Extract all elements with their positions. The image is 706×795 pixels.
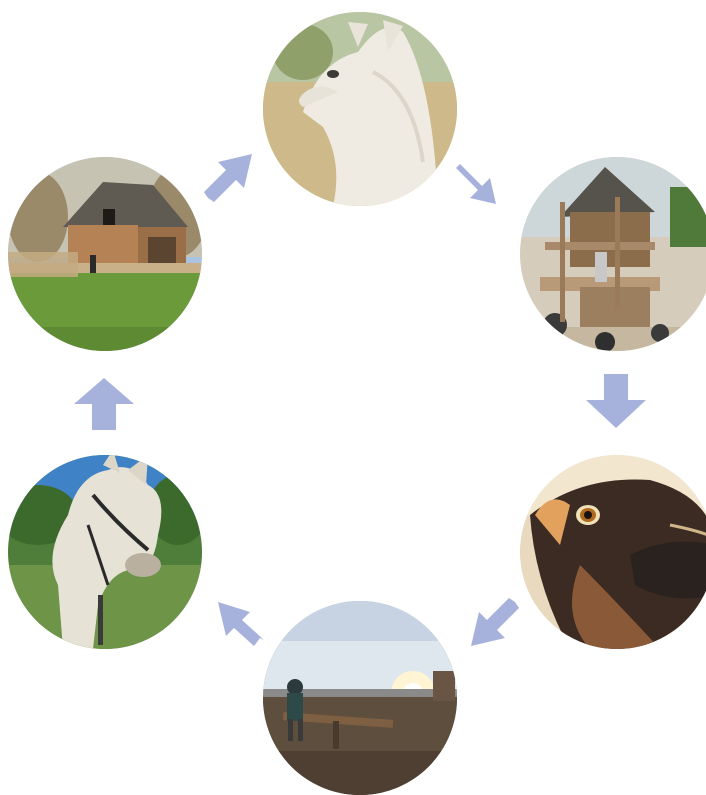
arrow-barn-to-alpaca (196, 150, 256, 210)
arrow-donkey-to-barn (72, 376, 136, 432)
arrow-seesaw-to-donkey (208, 594, 268, 654)
alpaca-photo (263, 12, 457, 206)
goat-photo (520, 455, 706, 649)
barn-photo (8, 157, 202, 351)
arrow-playground-to-goat (584, 374, 648, 430)
arrow-goat-to-seesaw (463, 594, 523, 654)
seesaw-photo (263, 601, 457, 795)
donkey-photo (8, 455, 202, 649)
playground-photo (520, 157, 706, 351)
arrow-alpaca-to-playground (452, 148, 512, 208)
